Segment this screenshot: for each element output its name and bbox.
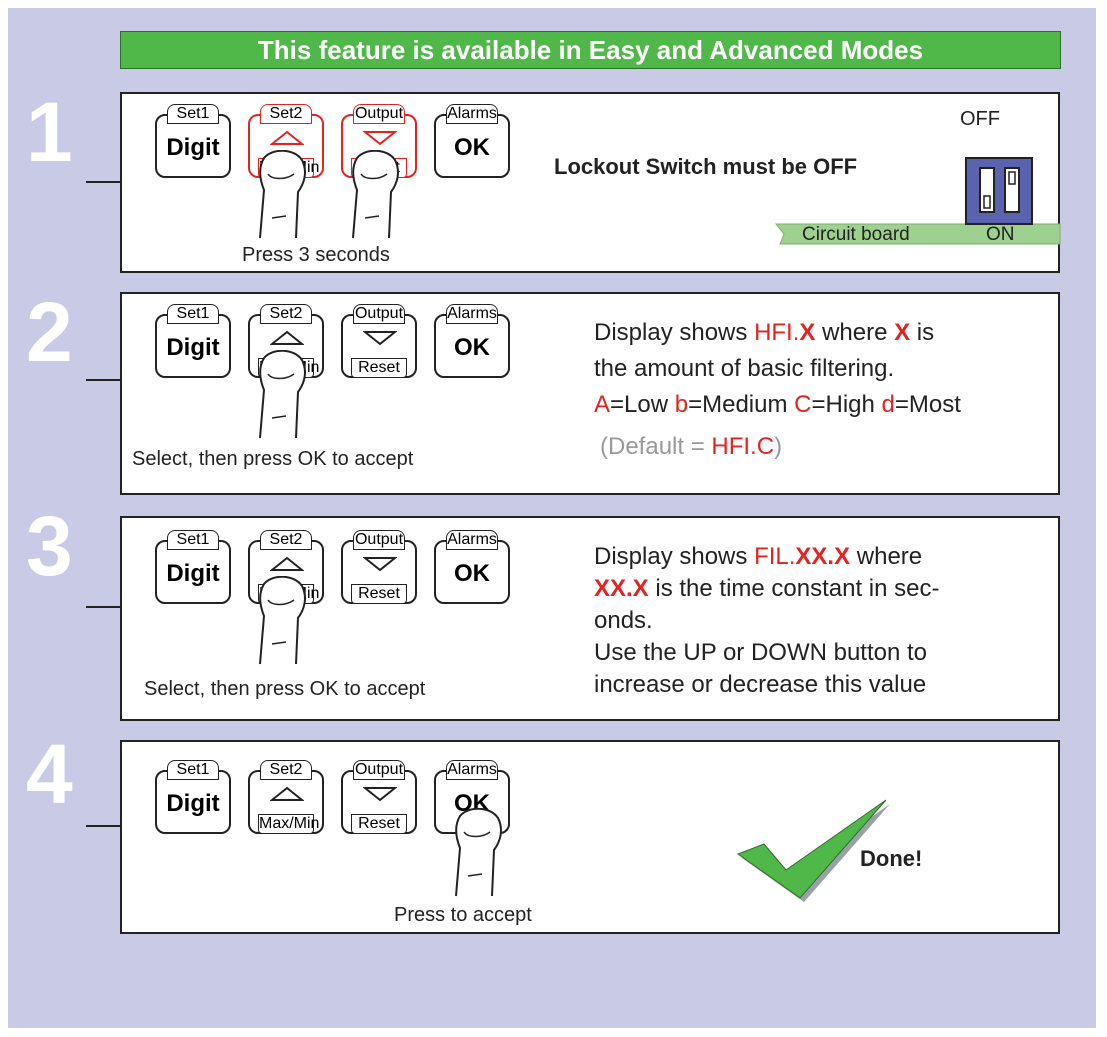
alarms-label: Alarms	[446, 304, 498, 324]
digit-button[interactable]: Set1 Digit	[155, 104, 231, 178]
finger-icon	[259, 150, 306, 239]
alarms-label: Alarms	[446, 530, 498, 550]
digit-button[interactable]: Set1 Digit	[155, 304, 231, 378]
set1-label: Set1	[167, 760, 219, 780]
step-number-3: 3	[26, 499, 73, 593]
digit-label: Digit	[166, 334, 220, 361]
up-arrow-icon	[270, 786, 304, 801]
down-arrow-icon	[363, 787, 397, 802]
step-2-line-1: Display shows HFI.X where X is	[594, 319, 935, 346]
step-3-caption: Select, then press OK to accept	[144, 678, 426, 700]
output-label: Output	[353, 530, 405, 550]
reset-label: Reset	[351, 358, 407, 378]
set2-label: Set2	[260, 104, 312, 124]
set2-label: Set2	[260, 304, 312, 324]
ok-button[interactable]: Alarms OK	[434, 104, 510, 178]
output-label: Output	[353, 760, 405, 780]
ok-button[interactable]: Alarms OK	[434, 304, 510, 378]
finger-icon	[259, 350, 306, 439]
ok-label: OK	[454, 560, 490, 587]
step-4-connector	[86, 825, 121, 827]
step-2-panel: Set1 Digit Set2 Max/Min Output Reset Ala…	[120, 292, 1060, 495]
set2-label: Set2	[260, 760, 312, 780]
step-number-4: 4	[26, 727, 73, 821]
down-arrow-icon	[363, 331, 397, 346]
alarms-label: Alarms	[446, 760, 498, 780]
step-1-connector	[86, 181, 121, 183]
set1-label: Set1	[167, 104, 219, 124]
up-arrow-icon	[270, 330, 304, 345]
digit-label: Digit	[166, 560, 220, 587]
step-2-caption: Select, then press OK to accept	[132, 448, 414, 470]
maxmin-label: Max/Min	[258, 814, 320, 834]
reset-label: Reset	[351, 814, 407, 834]
step-3-connector	[86, 606, 121, 608]
circuit-board-label: Circuit board	[802, 224, 910, 245]
step-3-line-2: XX.X is the time constant in sec-	[594, 575, 940, 602]
step-4-panel: Set1 Digit Set2 Max/Min Output Reset Ala…	[120, 740, 1060, 934]
step-number-1: 1	[26, 85, 73, 179]
step-number-2: 2	[26, 285, 73, 379]
filter-options: A=Low b=Medium C=High d=Most	[594, 391, 961, 418]
down-arrow-icon	[363, 131, 397, 146]
done-label: Done!	[860, 846, 923, 871]
set1-label: Set1	[167, 304, 219, 324]
down-button[interactable]: Output Reset	[341, 304, 417, 378]
finger-icon	[455, 808, 502, 897]
digit-button[interactable]: Set1 Digit	[155, 530, 231, 604]
step-1-caption: Press 3 seconds	[242, 244, 390, 266]
digit-button[interactable]: Set1 Digit	[155, 760, 231, 834]
step-3-line-3: onds.	[594, 607, 653, 634]
up-arrow-icon	[270, 130, 304, 145]
default-value: (Default = HFI.C)	[600, 433, 783, 460]
down-button[interactable]: Output Reset	[341, 760, 417, 834]
lockout-switch-diagram	[774, 157, 1061, 245]
digit-label: Digit	[166, 790, 220, 817]
lockout-instruction: Lockout Switch must be OFF	[554, 154, 858, 179]
step-2-connector	[86, 379, 121, 381]
ok-button[interactable]: Alarms OK	[434, 530, 510, 604]
step-4-caption: Press to accept	[394, 904, 532, 926]
reset-label: Reset	[351, 584, 407, 604]
finger-icon	[352, 150, 399, 239]
set1-label: Set1	[167, 530, 219, 550]
step-3-line-4: Use the UP or DOWN button to	[594, 639, 928, 666]
step-2-line-2: the amount of basic filtering.	[594, 355, 895, 382]
step-3-line-5: increase or decrease this value	[594, 671, 927, 698]
ok-label: OK	[454, 334, 490, 361]
alarms-label: Alarms	[446, 104, 498, 124]
ok-label: OK	[454, 134, 490, 161]
output-label: Output	[353, 104, 405, 124]
checkmark-icon	[736, 799, 890, 902]
digit-label: Digit	[166, 134, 220, 161]
mode-banner: This feature is available in Easy and Ad…	[120, 31, 1061, 69]
step-3-line-1: Display shows FIL.XX.X where	[594, 543, 923, 570]
set2-label: Set2	[260, 530, 312, 550]
output-label: Output	[353, 304, 405, 324]
finger-icon	[259, 576, 306, 665]
up-button[interactable]: Set2 Max/Min	[248, 760, 324, 834]
up-arrow-icon	[270, 556, 304, 571]
switch-off-label: OFF	[960, 108, 1000, 130]
switch-on-label: ON	[986, 224, 1015, 245]
down-arrow-icon	[363, 557, 397, 572]
down-button[interactable]: Output Reset	[341, 530, 417, 604]
step-3-panel: Set1 Digit Set2 Max/Min Output Reset Ala…	[120, 516, 1060, 721]
step-1-panel: Set1 Digit Set2 Max/Min Output Reset Ala…	[120, 92, 1061, 273]
